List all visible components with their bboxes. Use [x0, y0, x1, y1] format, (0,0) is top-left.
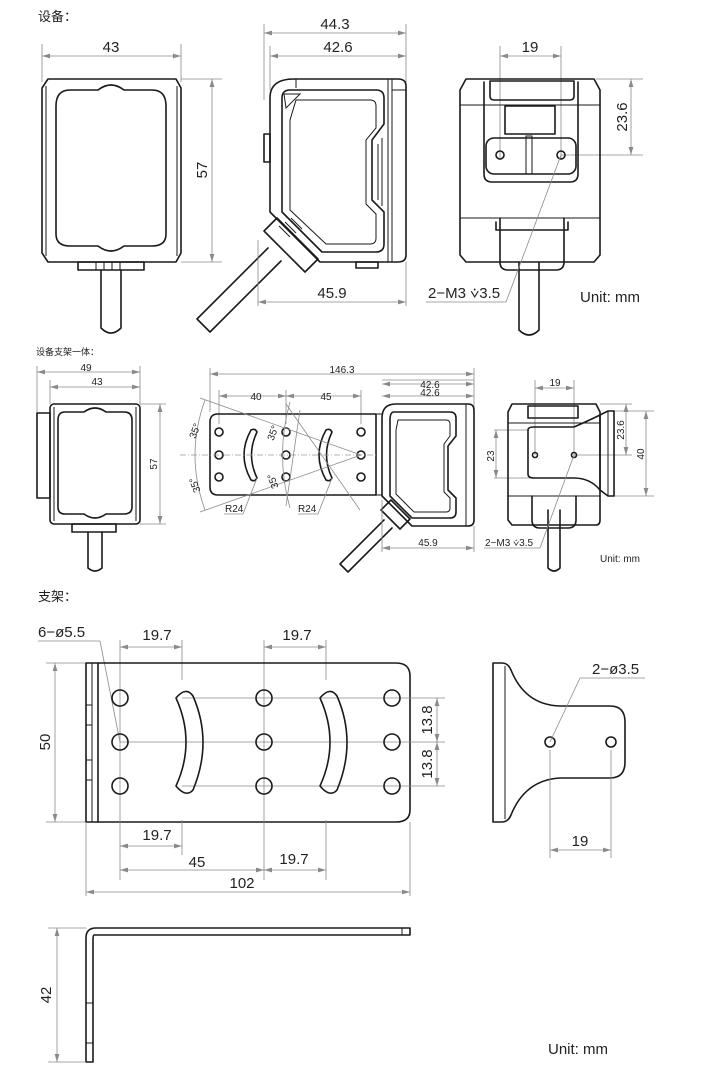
dim-profile-height: 42	[38, 987, 55, 1004]
device-front-view: 43 57	[41, 39, 222, 334]
dim-rear-hole-spacing: 19	[522, 39, 539, 56]
section-title-assembly: 设备支架一体：	[36, 346, 99, 358]
dim-assembly-side-width-top: 42.6	[420, 380, 440, 391]
radius-label-1: R24	[225, 504, 244, 515]
radius-label-2: R24	[298, 504, 317, 515]
section-title-bracket: 支架：	[38, 590, 77, 605]
dim-pitch-bottom-right: 19.7	[279, 851, 308, 868]
dim-bracket-height: 50	[37, 734, 54, 751]
dim-span-45: 45	[189, 854, 206, 871]
angle-label-2: 35°	[188, 476, 204, 494]
bracket-end-view: 2−ø3.5 19	[492, 661, 645, 858]
dim-assembly-overall-length: 146.3	[329, 365, 354, 376]
dim-slot-offset-2: 45	[320, 392, 332, 403]
bracket-hole-callout: 6−ø5.5	[38, 624, 85, 641]
unit-label-bracket: Unit: mm	[548, 1041, 608, 1058]
dim-assembly-overall-width: 49	[80, 363, 92, 374]
dim-bracket-overall-length: 102	[229, 875, 254, 892]
dim-pitch-top-left: 19.7	[142, 627, 171, 644]
angle-label-4: 35°	[266, 472, 282, 490]
dim-pitch-top-right: 19.7	[282, 627, 311, 644]
dim-assembly-side-depth: 45.9	[418, 538, 438, 549]
angle-label-1: 35°	[188, 422, 204, 440]
unit-label-device: Unit: mm	[580, 289, 640, 306]
device-rear-view: 19 23.6 2−M3 ⩒3.5 Unit: mm	[426, 39, 643, 336]
bracket-profile-view: 42 Unit: mm	[38, 927, 608, 1063]
dim-assembly-rear-hole-height: 23.6	[616, 420, 627, 440]
dim-assembly-side-width-bottom: 42.6	[420, 388, 440, 399]
dim-assembly-rear-hole-offset: 23	[486, 450, 497, 462]
dim-side-body-width: 42.6	[323, 39, 352, 56]
dim-row-pitch-lower: 13.8	[419, 749, 436, 778]
section-title-device: 设备：	[38, 9, 77, 25]
dim-pitch-bottom-left: 19.7	[142, 827, 171, 844]
dim-row-pitch-upper: 13.8	[419, 705, 436, 734]
assembly-rear-thread-callout: 2−M3 ⩒3.5	[485, 538, 533, 549]
assembly-rear-view: 19 23.6 40 23 2−M3 ⩒3.5 Unit: mm	[484, 378, 654, 572]
bracket-top-view: 19.7 19.7 6−ø5.5 50 13.8	[37, 624, 445, 896]
dim-end-hole-spacing: 19	[572, 833, 589, 850]
angle-label-3: 35°	[266, 424, 282, 442]
assembly-front-view: 49 43 57	[36, 363, 166, 572]
dim-slot-offset-1: 40	[250, 392, 262, 403]
end-hole-callout: 2−ø3.5	[592, 661, 639, 678]
device-side-view: 44.3 42.6 45.9	[196, 16, 407, 333]
assembly-side-view: 42.6 42.6 45.9	[339, 379, 475, 573]
dim-front-width: 43	[103, 39, 120, 56]
rear-thread-callout: 2−M3 ⩒3.5	[428, 285, 500, 302]
dim-side-overall-width: 44.3	[320, 16, 349, 33]
unit-label-assembly: Unit: mm	[600, 554, 640, 565]
dim-assembly-body-width: 43	[91, 377, 103, 388]
dim-front-height: 57	[194, 162, 211, 179]
dim-side-depth: 45.9	[317, 285, 346, 302]
dim-assembly-height: 57	[149, 458, 160, 470]
dim-assembly-rear-hole-spacing: 19	[549, 378, 561, 389]
dim-rear-hole-height: 23.6	[614, 102, 631, 131]
dim-assembly-rear-plate-height: 40	[636, 448, 647, 460]
